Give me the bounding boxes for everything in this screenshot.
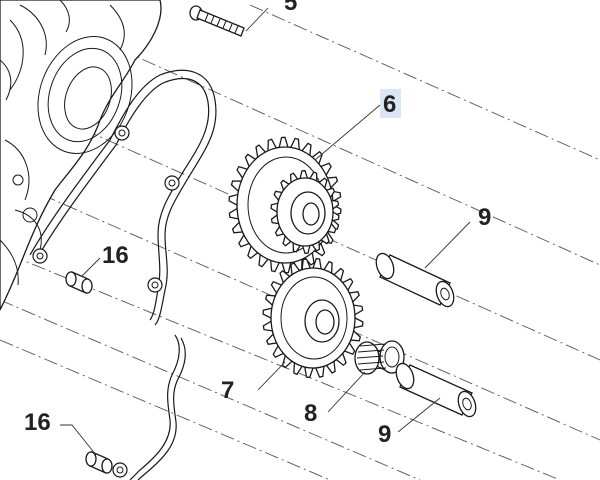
part-dowel-bushing-upper — [65, 271, 93, 294]
callout-5: 5 — [284, 0, 297, 16]
callout-7: 7 — [221, 377, 234, 404]
part-pin-lower — [395, 362, 477, 418]
callout-6: 6 — [383, 91, 396, 118]
callouts: 5 6 7 8 9 9 16 16 — [24, 0, 491, 448]
part-gear — [262, 257, 364, 379]
callout-9-upper: 9 — [478, 204, 491, 231]
part-pin-upper — [375, 252, 455, 308]
leader-lines — [60, 7, 471, 456]
callout-9-lower: 9 — [378, 421, 391, 448]
engine-housing — [0, 0, 162, 311]
gasket — [29, 69, 217, 480]
callout-16-lower: 16 — [24, 409, 51, 436]
part-double-gear — [228, 136, 342, 274]
callout-6-highlight — [380, 89, 401, 118]
callout-8: 8 — [304, 400, 317, 427]
callout-16-upper: 16 — [102, 242, 129, 269]
part-dowel-bushing-lower — [85, 451, 113, 474]
part-screw — [189, 5, 245, 37]
